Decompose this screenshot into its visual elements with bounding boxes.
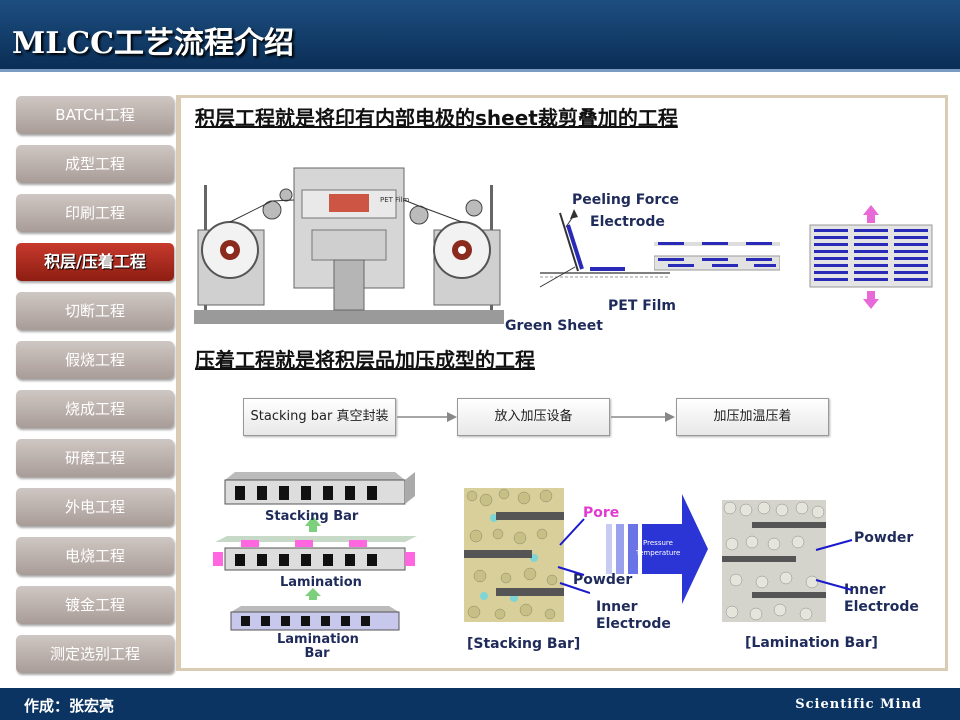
- stacking-section-title: 积层工程就是将印有内部电极的sheet裁剪叠加的工程: [195, 106, 678, 130]
- machine-pet-film-label: PET Film: [380, 196, 410, 204]
- stacking-bar-caption: [Stacking Bar]: [467, 636, 581, 652]
- footer-bar: 作成：张宏亮 Scientific Mind: [0, 688, 960, 720]
- flow-step-load-press: 放入加压设备: [457, 398, 610, 436]
- flow-arrow-2: [611, 412, 675, 422]
- flow-step-vacuum-seal: Stacking bar 真空封装: [243, 398, 396, 436]
- stacked-sheets-diagram: [654, 242, 780, 271]
- flow-arrow-1: [397, 412, 457, 422]
- pressure-arrow-label: Pressure Temperature: [636, 539, 681, 557]
- sidebar-item-debinding[interactable]: 假烧工程: [16, 341, 174, 379]
- page-title: MLCC工艺流程介绍: [12, 26, 295, 61]
- inner-electrode-right-label: Inner Electrode: [844, 582, 919, 615]
- pore-label: Pore: [583, 505, 620, 521]
- header-bar: MLCC工艺流程介绍: [0, 0, 960, 72]
- lamination-label: Lamination: [280, 575, 362, 590]
- content-frame: [176, 95, 948, 671]
- sidebar-item-cutting[interactable]: 切断工程: [16, 292, 174, 330]
- pointer-arrows-left: [557, 518, 590, 594]
- sidebar-item-printing[interactable]: 印刷工程: [16, 194, 174, 232]
- author-label: 作成：张宏亮: [24, 697, 115, 715]
- pointer-arrows-right: [815, 539, 853, 591]
- stacking-bar-label: Stacking Bar: [265, 509, 359, 524]
- stacking-bar-microstructure: [464, 488, 564, 622]
- pressing-section-title: 压着工程就是将积层品加压成型的工程: [195, 348, 535, 372]
- pressure-temperature-arrow: [606, 494, 708, 604]
- sidebar-item-termination[interactable]: 外电工程: [16, 488, 174, 526]
- lamination-bar-caption: [Lamination Bar]: [745, 635, 878, 651]
- brand-label: Scientific Mind: [795, 697, 922, 712]
- sidebar-item-plating[interactable]: 镀金工程: [16, 586, 174, 624]
- sidebar-item-firing[interactable]: 电烧工程: [16, 537, 174, 575]
- lamination-bar-diagram: [213, 472, 417, 631]
- pressed-stack-diagram: [809, 205, 933, 309]
- peeling-force-label: Peeling Force: [572, 192, 680, 208]
- sidebar-item-sintering[interactable]: 烧成工程: [16, 390, 174, 428]
- powder-right-label: Powder: [854, 530, 914, 546]
- sidebar-nav: BATCH工程 成型工程 印刷工程 积层/压着工程 切断工程 假烧工程 烧成工程…: [16, 96, 174, 684]
- lamination-bar-label: Lamination Bar: [277, 632, 359, 661]
- stacking-machine-illustration: [194, 167, 504, 324]
- inner-electrode-left-label: Inner Electrode: [596, 599, 671, 632]
- lamination-bar-microstructure: [722, 500, 826, 622]
- sidebar-item-batch[interactable]: BATCH工程: [16, 96, 174, 134]
- green-sheet-label: Green Sheet: [505, 318, 603, 334]
- sidebar-item-testing[interactable]: 测定选别工程: [16, 635, 174, 673]
- sidebar-item-forming[interactable]: 成型工程: [16, 145, 174, 183]
- sidebar-item-grinding[interactable]: 研磨工程: [16, 439, 174, 477]
- sidebar-item-stacking-pressing[interactable]: 积层/压着工程: [16, 243, 174, 281]
- peeling-diagram: [539, 209, 670, 288]
- electrode-label: Electrode: [590, 214, 665, 230]
- powder-left-label: Powder: [573, 572, 633, 588]
- pet-film-label: PET Film: [608, 298, 676, 314]
- flow-step-heat-press: 加压加温压着: [676, 398, 829, 436]
